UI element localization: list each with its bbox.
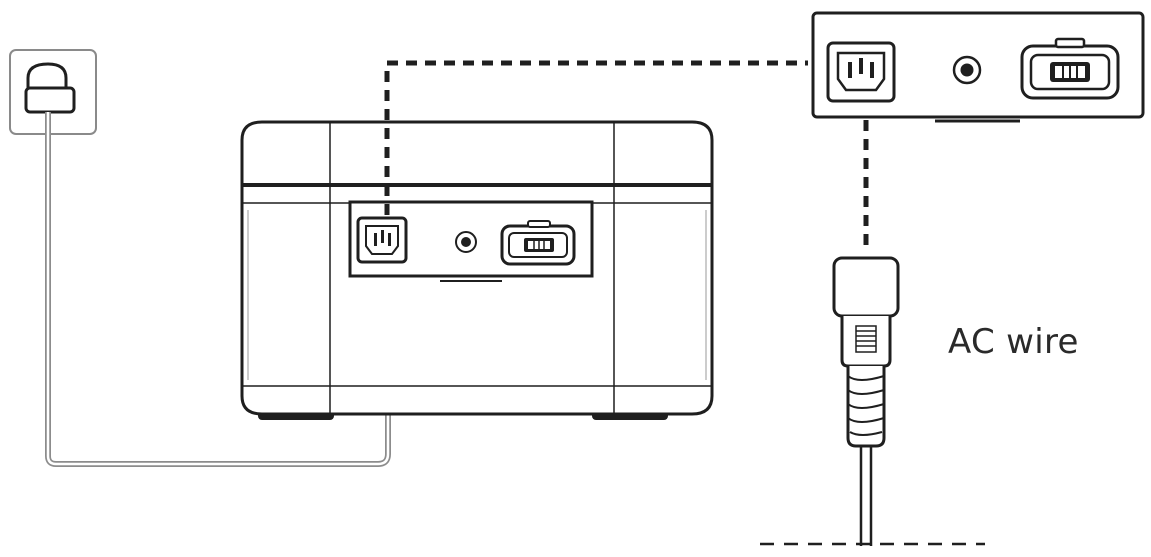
wall-outlet-icon <box>9 49 97 135</box>
port-panel-closeup-icon <box>811 11 1145 123</box>
ac-plug-icon <box>832 256 900 546</box>
leader-line-panel <box>384 60 808 215</box>
ac-wire-label: AC wire <box>948 322 1079 362</box>
power-station-icon <box>240 120 714 420</box>
power-cable <box>45 112 391 467</box>
